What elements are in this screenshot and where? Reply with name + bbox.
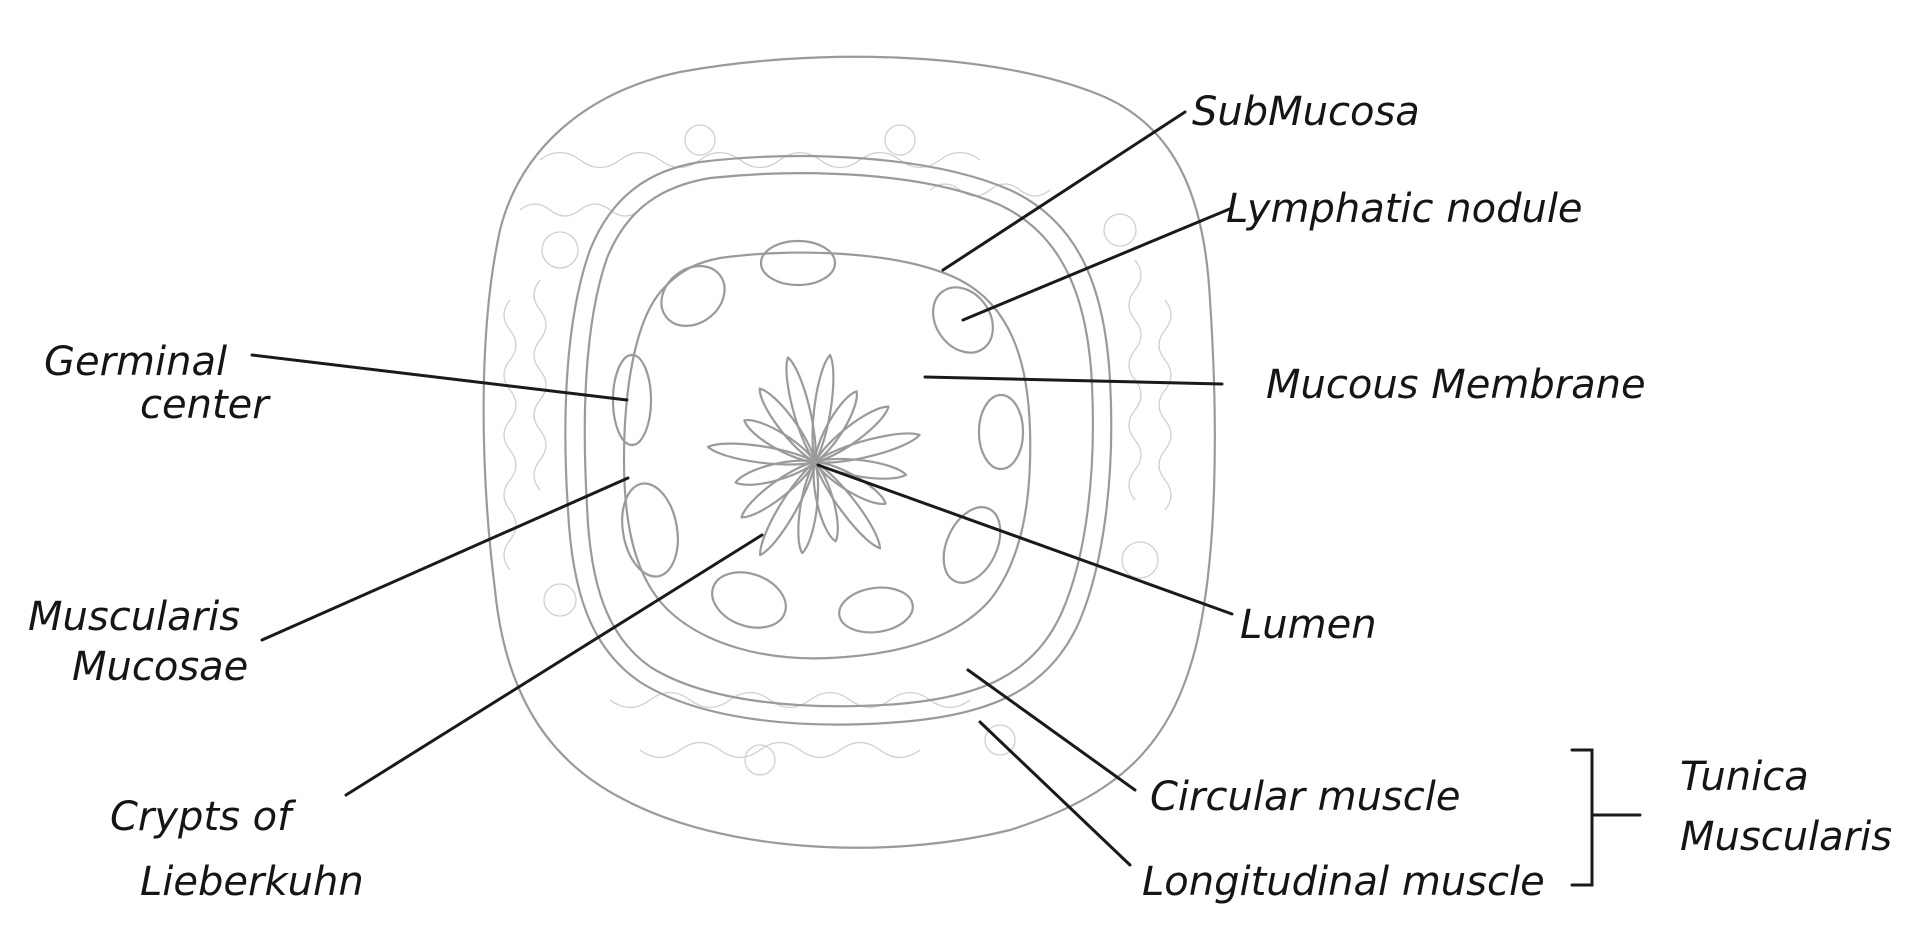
leader-circular-muscle [966, 668, 1137, 792]
lymphatic-nodules [611, 239, 1025, 634]
leader-crypts [344, 533, 764, 797]
leader-longitudinal-muscle [978, 720, 1132, 867]
leader-muscularis-mucosae [260, 476, 630, 642]
crypt-petal [797, 460, 820, 555]
circular-muscle-ring [583, 172, 1094, 708]
label-tunica-muscularis-line1: Tunica [1680, 754, 1809, 800]
tunica-muscularis-bracket [1570, 748, 1642, 887]
crypt-petal [813, 405, 890, 464]
label-crypts-line2: Lieberkuhn [140, 859, 364, 905]
label-muscularis-mucosae-line1: Muscularis [28, 594, 240, 640]
crypt-petal [813, 432, 921, 464]
crypt-petal [813, 390, 858, 464]
submucosa-texture [503, 124, 1172, 776]
crypt-petal [759, 460, 817, 557]
leader-lumen [816, 463, 1234, 616]
label-longitudinal-muscle: Longitudinal muscle [1142, 859, 1545, 905]
labels: SubMucosa Lymphatic nodule Germinal cent… [28, 89, 1892, 905]
crypts-of-lieberkuhn [706, 353, 921, 557]
mucous-membrane-boundary [622, 251, 1032, 660]
label-submucosa: SubMucosa [1192, 89, 1420, 135]
label-lumen: Lumen [1240, 602, 1377, 648]
leader-lines [250, 110, 1642, 887]
crypt-petal [734, 459, 817, 486]
crypt-petal [811, 353, 835, 464]
label-germinal-center-line1: Germinal [44, 339, 227, 385]
leader-lymphatic-nodule [961, 206, 1234, 322]
label-mucous-membrane: Mucous Membrane [1266, 362, 1646, 408]
outer-wall [482, 55, 1216, 849]
longitudinal-muscle-ring [564, 155, 1113, 726]
label-circular-muscle: Circular muscle [1150, 774, 1461, 820]
crypt-petal [706, 442, 817, 466]
leader-germinal-center [250, 353, 629, 402]
label-tunica-muscularis-line2: Muscularis [1680, 814, 1892, 860]
label-germinal-center-line2: center [140, 382, 271, 428]
crypt-petal [813, 460, 882, 550]
crypt-petal [813, 460, 887, 505]
label-lymphatic-nodule: Lymphatic nodule [1226, 186, 1583, 232]
crypt-petal [758, 387, 817, 464]
leader-mucous-membrane [923, 375, 1224, 386]
crypt-petal [740, 460, 817, 519]
crypt-petal [812, 460, 839, 543]
crypt-petal [785, 356, 817, 464]
label-crypts-line1: Crypts of [110, 794, 297, 840]
crypt-petal [743, 419, 817, 464]
label-muscularis-mucosae-line2: Mucosae [72, 644, 248, 690]
leader-submucosa [941, 110, 1187, 272]
